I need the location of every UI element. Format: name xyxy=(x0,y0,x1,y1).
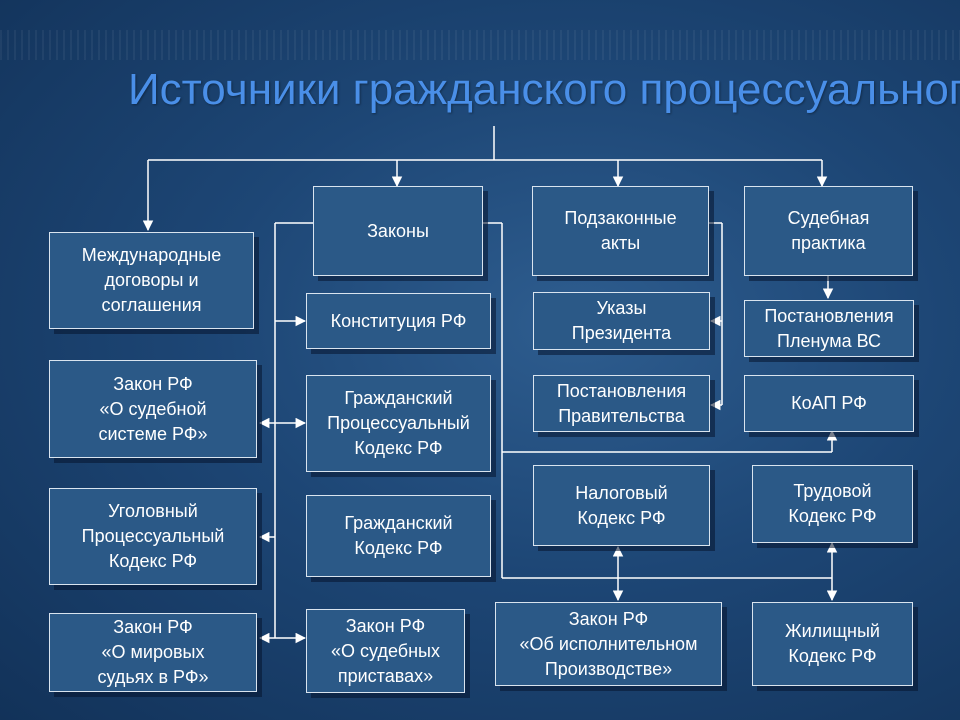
node-labor-code: Трудовой Кодекс РФ xyxy=(752,465,913,543)
node-housing-code: Жилищный Кодекс РФ xyxy=(752,602,913,686)
node-laws: Законы xyxy=(313,186,483,276)
node-international-treaties: Международные договоры и соглашения xyxy=(49,232,254,329)
node-law-bailiffs: Закон РФ «О судебных приставах» xyxy=(306,609,465,693)
node-law-enforcement-proceedings: Закон РФ «Об исполнительном Производстве… xyxy=(495,602,722,686)
node-law-justices-of-peace: Закон РФ «О мировых судьях в РФ» xyxy=(49,613,257,692)
node-government-resolutions: Постановления Правительства xyxy=(533,375,710,432)
node-civil-procedure-code: Гражданский Процессуальный Кодекс РФ xyxy=(306,375,491,472)
page-title: Источники гражданского процессуального п… xyxy=(128,65,960,114)
decorative-stripes xyxy=(0,30,960,60)
node-tax-code: Налоговый Кодекс РФ xyxy=(533,465,710,546)
node-plenum-resolutions: Постановления Пленума ВС xyxy=(744,300,914,357)
node-constitution: Конституция РФ xyxy=(306,293,491,349)
node-presidential-decrees: Указы Президента xyxy=(533,292,710,350)
node-law-judicial-system: Закон РФ «О судебной системе РФ» xyxy=(49,360,257,458)
node-civil-code: Гражданский Кодекс РФ xyxy=(306,495,491,577)
node-criminal-procedure-code: Уголовный Процессуальный Кодекс РФ xyxy=(49,488,257,585)
node-judicial-practice: Судебная практика xyxy=(744,186,913,276)
node-bylaws: Подзаконные акты xyxy=(532,186,709,276)
node-koap: КоАП РФ xyxy=(744,375,914,432)
